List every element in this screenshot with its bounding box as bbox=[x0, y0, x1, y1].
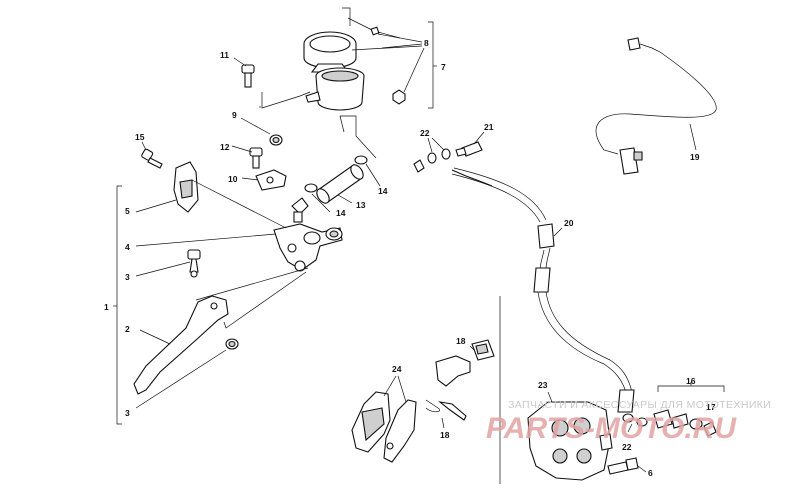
callout-16: 16 bbox=[686, 376, 696, 386]
callout-19: 19 bbox=[690, 152, 700, 162]
callout-18-lower: 18 bbox=[440, 430, 450, 440]
reservoir-body bbox=[305, 63, 365, 111]
bracket-16 bbox=[657, 382, 725, 392]
callout-3-lower: 3 bbox=[125, 408, 130, 418]
banjo-bolt-9 bbox=[240, 117, 283, 146]
callout-8: 8 bbox=[424, 38, 429, 48]
screw-8a bbox=[370, 26, 401, 39]
callout-24: 24 bbox=[392, 364, 402, 374]
leaders-8 bbox=[351, 33, 425, 93]
callout-22-upper: 22 bbox=[420, 128, 430, 138]
callout-15: 15 bbox=[135, 132, 145, 142]
brake-hose-20 bbox=[451, 167, 635, 413]
callout-2: 2 bbox=[125, 324, 130, 334]
bolt-12 bbox=[231, 145, 263, 169]
bushing-3 bbox=[135, 338, 239, 409]
callout-3-upper: 3 bbox=[125, 272, 130, 282]
clamp-14b bbox=[304, 183, 318, 193]
leader-13 bbox=[337, 194, 353, 204]
hose-end-fittings bbox=[622, 413, 648, 433]
callout-23: 23 bbox=[538, 380, 548, 390]
callout-14-upper: 14 bbox=[378, 186, 388, 196]
bolt-11 bbox=[233, 57, 255, 88]
brake-pads-24 bbox=[351, 375, 417, 463]
watermark-tagline: ЗАПЧАСТИ И АКСЕССУАРЫ ДЛЯ МОТОТЕХНИКИ bbox=[508, 399, 771, 411]
pivot-bolt-3 bbox=[135, 249, 201, 278]
clamp-5 bbox=[135, 161, 199, 213]
bracket-10 bbox=[241, 169, 287, 191]
pin-18 bbox=[425, 399, 467, 429]
hose-banjo-22 bbox=[413, 137, 451, 173]
callout-7: 7 bbox=[441, 62, 446, 72]
pad-spring-18 bbox=[435, 339, 495, 387]
callout-22-lower: 22 bbox=[622, 442, 632, 452]
master-cylinder-4 bbox=[135, 179, 343, 272]
callout-1: 1 bbox=[104, 302, 109, 312]
leader-14a bbox=[365, 163, 381, 187]
callout-6: 6 bbox=[648, 468, 653, 478]
callout-5: 5 bbox=[125, 206, 130, 216]
callout-11: 11 bbox=[220, 50, 229, 60]
callout-10: 10 bbox=[228, 174, 238, 184]
bleed-valve-17 bbox=[653, 409, 717, 437]
assembly-lines bbox=[259, 91, 377, 159]
bracket-7 bbox=[428, 21, 437, 109]
clamp-14a bbox=[354, 155, 368, 165]
lever-group-lines bbox=[195, 267, 309, 329]
bolt-15 bbox=[141, 141, 163, 169]
callout-13: 13 bbox=[356, 200, 366, 210]
caliper-bolt-6 bbox=[607, 457, 647, 475]
hose-bolt-21 bbox=[455, 131, 485, 157]
hose-13 bbox=[316, 164, 364, 204]
callout-9: 9 bbox=[232, 110, 237, 120]
callout-4: 4 bbox=[125, 242, 130, 252]
callout-14-lower: 14 bbox=[336, 208, 346, 218]
callout-12: 12 bbox=[220, 142, 230, 152]
switch-wire-19 bbox=[595, 37, 717, 175]
hose-fitting bbox=[291, 197, 309, 223]
watermark-logo: PARTS-MOTO.RU bbox=[486, 412, 737, 445]
nut-8b bbox=[392, 89, 406, 105]
caliper-23 bbox=[527, 391, 613, 481]
callout-21: 21 bbox=[484, 122, 494, 132]
reservoir-cap bbox=[303, 31, 357, 69]
leader-14b bbox=[311, 193, 331, 213]
callout-17: 17 bbox=[706, 402, 716, 412]
reservoir-bracket bbox=[342, 7, 373, 31]
callout-20: 20 bbox=[564, 218, 574, 228]
bracket-1 bbox=[113, 185, 122, 425]
callout-18-upper: 18 bbox=[456, 336, 466, 346]
lever-2 bbox=[133, 295, 229, 395]
